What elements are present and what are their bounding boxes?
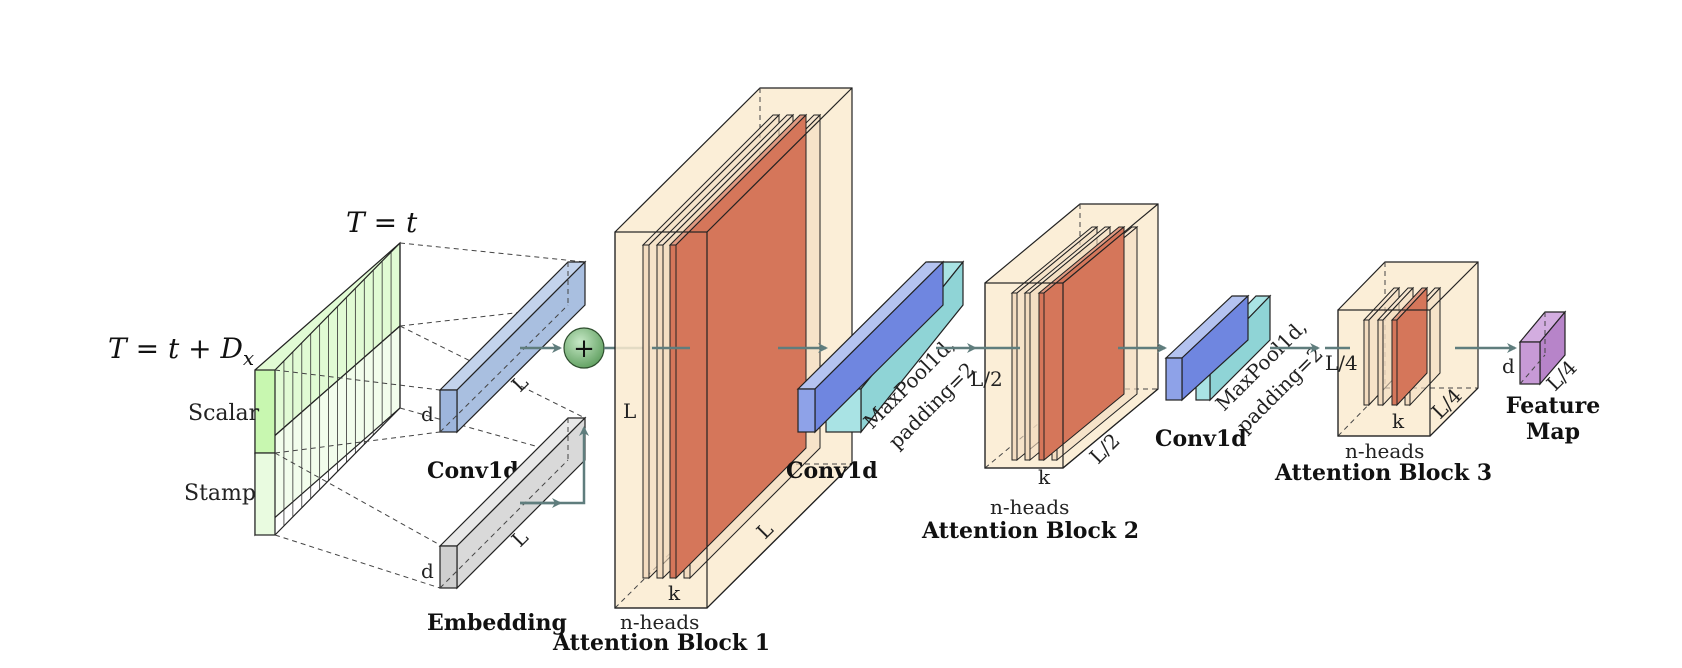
add-node: + bbox=[563, 327, 605, 369]
head-slab-front bbox=[642, 244, 650, 579]
head-slab-front bbox=[1011, 292, 1018, 461]
attn3-title: Attention Block 3 bbox=[1274, 460, 1492, 486]
attn2-dim-k: k bbox=[1038, 465, 1051, 489]
input-label-left: T = t + Dx bbox=[108, 332, 254, 370]
attn1-dim-L-left: L bbox=[623, 399, 636, 423]
conv1d-block-3: Conv1d MaxPool1d, padding=2 bbox=[1155, 294, 1328, 452]
attn3-dim-k: k bbox=[1392, 409, 1405, 433]
head-slab-front bbox=[1377, 319, 1384, 406]
head-slab-front bbox=[1038, 292, 1045, 461]
conv3-title: Conv1d bbox=[1155, 426, 1247, 452]
attn2-heads-label: n-heads bbox=[990, 495, 1069, 519]
attn3-heads-label: n-heads bbox=[1345, 439, 1424, 463]
head-slab-front bbox=[1363, 319, 1370, 406]
feature-title-line1: Feature bbox=[1506, 393, 1600, 419]
conv1-title: Conv1d bbox=[427, 458, 519, 484]
feature-title-line2: Map bbox=[1526, 419, 1580, 445]
attn1-heads bbox=[641, 113, 822, 580]
head-slab-front bbox=[1024, 292, 1031, 461]
embedding-dim-d: d bbox=[421, 559, 434, 583]
attn3-red-head bbox=[1396, 286, 1428, 407]
attn3-heads bbox=[1362, 286, 1442, 407]
head-slab-front bbox=[656, 244, 664, 579]
input-label-top: T = t bbox=[346, 206, 418, 239]
add-symbol: + bbox=[573, 334, 595, 364]
attention-block-1: L L k n-heads Attention Block 1 bbox=[552, 87, 853, 656]
attn2-heads bbox=[1010, 225, 1139, 462]
row-label-stamp: Stamp bbox=[184, 481, 256, 506]
attn1-dim-k: k bbox=[668, 581, 681, 605]
input-slices bbox=[283, 252, 392, 526]
attention-block-2: L/2 k L/2 n-heads Attention Block 2 bbox=[921, 203, 1159, 544]
embedding-title: Embedding bbox=[427, 610, 567, 636]
attn3-dim-L-left: L/4 bbox=[1325, 351, 1358, 375]
head-slab-front bbox=[1391, 319, 1398, 406]
attn2-red-head bbox=[1043, 225, 1125, 462]
head-slab-front bbox=[669, 244, 677, 579]
attn2-dim-L-left: L/2 bbox=[970, 367, 1003, 391]
row-label-scalar: Scalar bbox=[188, 401, 260, 426]
attn1-heads-label: n-heads bbox=[620, 610, 699, 634]
input-tensor: T = t T = t + Dx Scalar Stamp bbox=[108, 206, 418, 537]
attn1-title: Attention Block 1 bbox=[552, 630, 770, 656]
conv1d-block-2: Conv1d MaxPool1d, padding=2 bbox=[786, 260, 980, 484]
feature-map: d L/4 Feature Map bbox=[1502, 310, 1600, 445]
embedding-block: d L Embedding bbox=[421, 416, 587, 636]
conv2-title: Conv1d bbox=[786, 458, 878, 484]
attention-block-3: L/4 k L/4 n-heads Attention Block 3 bbox=[1274, 261, 1492, 486]
conv1-dim-d: d bbox=[421, 402, 434, 426]
merge-arrows bbox=[520, 343, 589, 508]
feature-dim-d: d bbox=[1502, 354, 1515, 378]
stamp-front-face bbox=[254, 452, 276, 536]
attn2-title: Attention Block 2 bbox=[921, 518, 1139, 544]
